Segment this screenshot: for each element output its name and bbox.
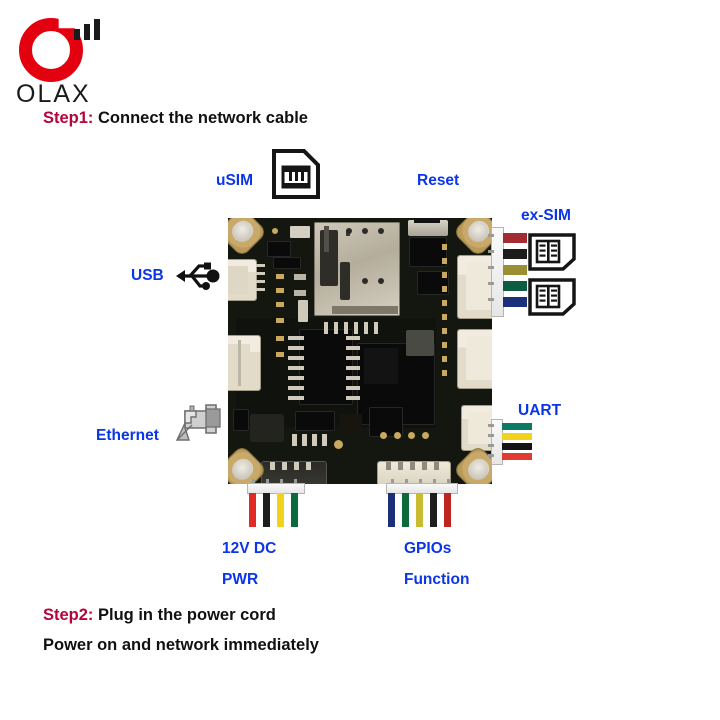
brand-wordmark: OLAX bbox=[16, 80, 91, 108]
pcb-surface bbox=[228, 218, 492, 484]
step1-instruction: Step1: Connect the network cable bbox=[43, 109, 308, 128]
step1-tag: Step1: bbox=[43, 109, 99, 127]
step2-extra-line: Power on and network immediately bbox=[43, 636, 319, 654]
gpio-wire-harness bbox=[387, 479, 461, 528]
sim-card-icon bbox=[270, 148, 322, 200]
sim-card-icon bbox=[527, 232, 577, 272]
callout-label-pwr: PWR bbox=[222, 571, 259, 588]
power-wire-harness bbox=[248, 479, 308, 528]
callout-label-uart: UART bbox=[518, 402, 562, 419]
rj45-ethernet-connector-icon bbox=[172, 399, 227, 451]
sim-card-icon bbox=[527, 277, 577, 317]
callout-label-12v-dc: 12V DC bbox=[222, 540, 277, 557]
step1-text: Connect the network cable bbox=[98, 109, 308, 127]
ex-sim-wire-harness bbox=[488, 228, 527, 318]
olax-logo: OLAX bbox=[14, 12, 114, 108]
callout-label-usb: USB bbox=[131, 267, 164, 284]
callout-label-gpios: GPIOs bbox=[404, 540, 452, 557]
step2-instruction: Step2: Plug in the power cord bbox=[43, 606, 276, 625]
callout-label-reset: Reset bbox=[417, 172, 460, 189]
usb-trident-icon bbox=[172, 256, 224, 296]
uart-wire-harness bbox=[488, 420, 532, 468]
callout-label-usim: uSIM bbox=[216, 172, 254, 189]
signal-bars-icon bbox=[74, 18, 108, 40]
callout-label-ex-sim: ex-SIM bbox=[521, 207, 571, 224]
processor-ic bbox=[300, 330, 352, 404]
reset-button bbox=[408, 220, 448, 236]
callout-label-function: Function bbox=[404, 571, 470, 588]
step2-tag: Step2: bbox=[43, 606, 99, 624]
step2-text: Plug in the power cord bbox=[98, 606, 276, 624]
router-module-pcb bbox=[228, 218, 492, 484]
callout-label-ethernet: Ethernet bbox=[96, 427, 159, 444]
gpio-header bbox=[378, 462, 450, 484]
